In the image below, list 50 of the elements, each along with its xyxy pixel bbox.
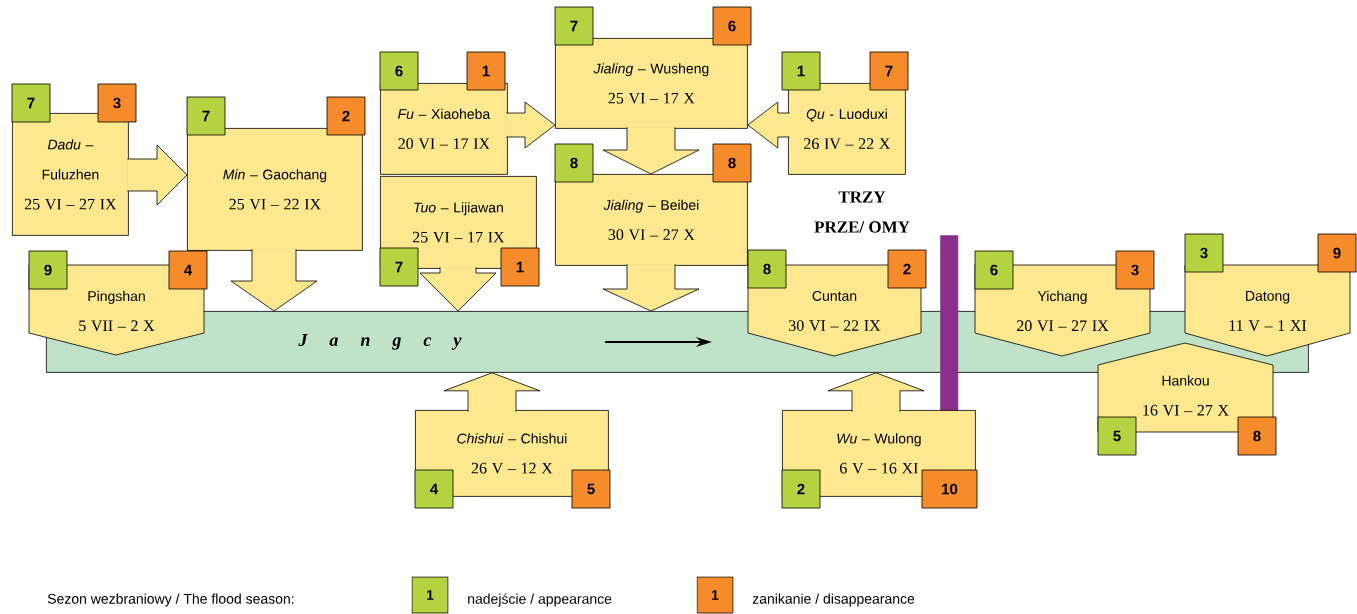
number-square: 8 bbox=[712, 143, 752, 183]
block-arrow bbox=[602, 126, 700, 175]
number-square: 6 bbox=[974, 250, 1014, 290]
block-arrow bbox=[126, 144, 188, 206]
number-square: 7 bbox=[554, 6, 594, 46]
number-square: 8 bbox=[1237, 416, 1277, 456]
station-box: Min – Gaochang 25 VI – 22 IX bbox=[187, 128, 363, 251]
number-square: 1 bbox=[466, 51, 506, 91]
number-square: 7 bbox=[11, 83, 51, 123]
number-square: 8 bbox=[554, 143, 594, 183]
number-square: 6 bbox=[379, 51, 419, 91]
number-square: 4 bbox=[168, 250, 208, 290]
number-square: 8 bbox=[747, 249, 787, 289]
number-square: 9 bbox=[1317, 233, 1357, 273]
number-square: 5 bbox=[571, 469, 611, 509]
number-square: 2 bbox=[326, 96, 366, 136]
block-arrow bbox=[747, 101, 790, 149]
block-arrow bbox=[505, 101, 556, 149]
legend-title: Sezon wezbraniowy / The flood season: bbox=[47, 593, 294, 607]
section-label: TRZY bbox=[838, 191, 886, 203]
station-box: Dadu – Fuluzhen 25 VI – 27 IX bbox=[12, 113, 129, 236]
number-square: 1 bbox=[500, 247, 540, 287]
block-arrow bbox=[230, 248, 318, 312]
number-square: 3 bbox=[97, 83, 137, 123]
number-square: 10 bbox=[921, 469, 978, 509]
block-arrow bbox=[443, 372, 541, 412]
number-square: 3 bbox=[1115, 250, 1155, 290]
station-box: Qu - Luoduxi 26 IV – 22 X bbox=[788, 83, 906, 175]
station-pentagon: Datong 11 V – 1 XI bbox=[1184, 264, 1351, 357]
block-arrow bbox=[602, 263, 700, 312]
number-square: 7 bbox=[186, 96, 226, 136]
block-arrow bbox=[827, 372, 925, 412]
number-square: 5 bbox=[1097, 416, 1137, 456]
number-square: 7 bbox=[869, 51, 909, 91]
number-square: 1 bbox=[781, 51, 821, 91]
station-box: Jialing – Beibei 30 VI – 27 X bbox=[555, 174, 748, 266]
number-square: 9 bbox=[28, 250, 68, 290]
number-square: 2 bbox=[781, 469, 821, 509]
number-square: 4 bbox=[414, 469, 454, 509]
station-box: Fu – Xiaoheba 20 VI – 17 IX bbox=[380, 83, 508, 175]
block-arrow bbox=[419, 266, 497, 312]
gorge-marker-bar bbox=[940, 235, 959, 413]
number-square: 3 bbox=[1184, 233, 1224, 273]
number-square: 2 bbox=[887, 249, 927, 289]
legend-text: nadejście / appearance bbox=[468, 593, 612, 607]
legend-text: zanikanie / disappearance bbox=[752, 593, 915, 607]
number-square: 6 bbox=[712, 6, 752, 46]
station-box: Jialing – Wusheng 25 VI – 17 X bbox=[555, 38, 748, 129]
section-label: PRZE/ OMY bbox=[814, 221, 910, 233]
number-square: 7 bbox=[379, 247, 419, 287]
